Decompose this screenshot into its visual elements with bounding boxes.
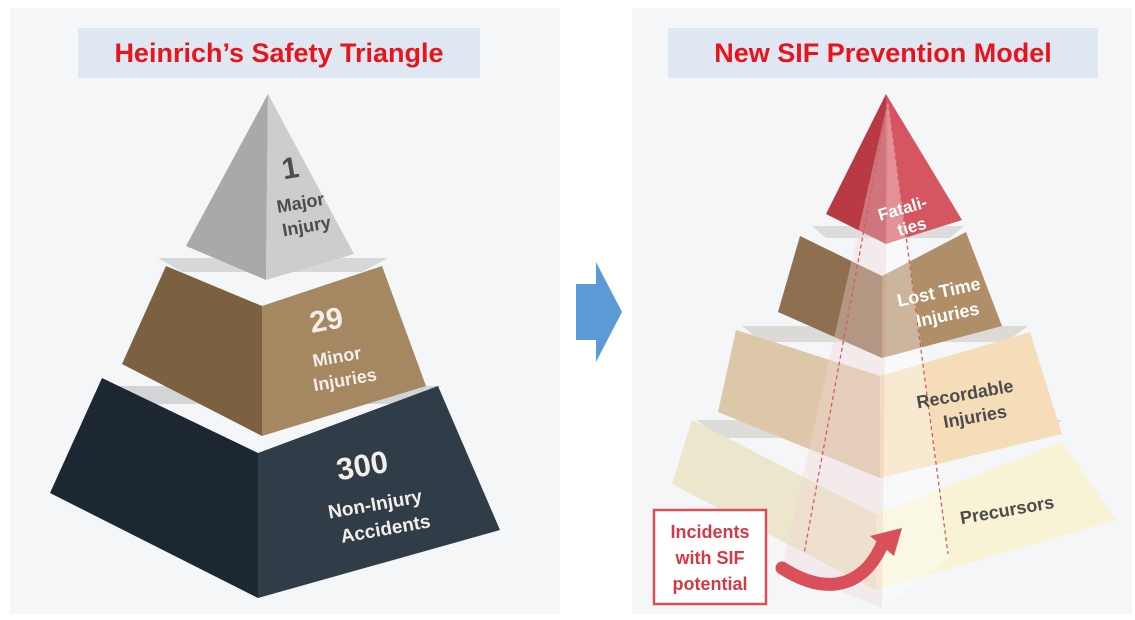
sif-title: New SIF Prevention Model [668,28,1098,78]
sif-callout-box [652,508,768,606]
fatalities-right-face [886,94,962,244]
fatalities-left-face [826,94,886,244]
right-arrow-icon [576,262,622,362]
losttime-left-face [778,236,882,358]
mid-tier-left-face [122,266,262,436]
base-tier-left-face [50,378,258,598]
precursors-left-face [672,420,876,590]
top-tier-number: 1 [279,151,301,186]
callout-line1: Incidents [670,522,749,542]
sif-wedge-dash-right [887,99,949,555]
heinrich-pyramid: 1 Major Injury 29 Minor Injuries 300 Non… [50,94,500,598]
precursors-right-face [876,442,1116,590]
sif-wedge-left [782,100,888,608]
heinrich-title: Heinrich’s Safety Triangle [78,28,480,78]
base-tier-right-face [258,386,500,598]
callout-line3: potential [673,574,748,594]
sif-panel: New SIF Prevention Model Fatal [632,8,1132,614]
sif-wedge-right [882,100,950,608]
top-tier-left-face [186,94,268,280]
recordable-right-face [880,332,1062,478]
sif-pyramid: Fatali- ties Lost Time Injuries Recordab… [652,94,1116,608]
callout-arrowhead [870,528,902,556]
callout-curve-arrow [775,533,891,591]
recordable-left-face [718,330,880,478]
top-tier-right-face [266,94,354,280]
heinrich-panel: Heinrich’s Safety Triangle 1 Major Injur… [10,8,560,614]
losttime-right-face [882,232,1002,358]
callout-line2: with SIF [675,548,745,568]
mid-tier-right-face [262,266,426,436]
mid-tier-number: 29 [307,301,346,339]
